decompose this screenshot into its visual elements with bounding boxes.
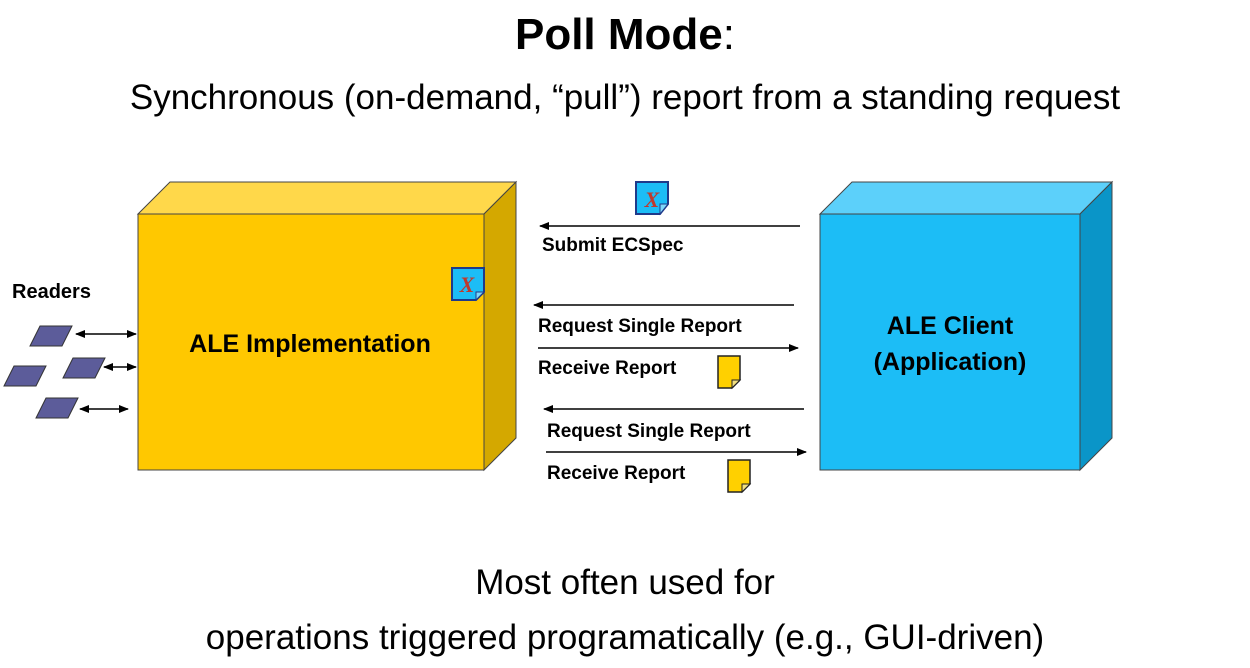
page-title: Poll Mode:	[0, 10, 1250, 60]
footer-line-1: Most often used for	[475, 563, 775, 602]
reader-device-4	[35, 397, 79, 419]
footer-line-2: operations triggered programatically (e.…	[205, 618, 1045, 657]
ale-implementation-front	[137, 213, 485, 471]
ale-client-label-line1: ALE Client	[887, 312, 1014, 340]
report-document-icon-2	[727, 459, 752, 494]
readers-label: Readers	[12, 281, 91, 303]
reader-device-icon	[35, 397, 79, 419]
receive-report-label-1: Receive Report	[538, 358, 677, 379]
receive-report-label-2: Receive Report	[547, 463, 686, 484]
report-document-icon-1	[717, 355, 742, 390]
ale-implementation-top	[136, 181, 518, 215]
stored-ecspec-icon: X	[451, 267, 486, 302]
ale-implementation-box: ALE Implementation	[136, 180, 518, 472]
reader-device-icon	[3, 365, 47, 387]
ale-implementation-label: ALE Implementation	[189, 330, 431, 358]
ale-client-side	[1079, 180, 1113, 472]
reader-device-icon	[62, 357, 106, 379]
ale-client-top	[818, 181, 1114, 215]
ale-client-label-line2: (Application)	[874, 348, 1027, 376]
ale-implementation-side	[483, 180, 517, 472]
ecspec-document-glyph: X	[644, 187, 661, 212]
submit-ecspec-label: Submit ECSpec	[542, 235, 684, 256]
title-colon: :	[722, 10, 735, 59]
ale-client-front	[819, 213, 1081, 471]
title-bold: Poll Mode	[514, 10, 723, 59]
ecspec-document-icon: X	[635, 181, 670, 216]
request-report-label-1: Request Single Report	[538, 316, 742, 337]
reader-device-1	[29, 325, 73, 347]
request-report-label-2: Request Single Report	[547, 421, 751, 442]
stored-ecspec-glyph: X	[459, 272, 476, 297]
reader-device-2	[3, 365, 47, 387]
reader-device-3	[62, 357, 106, 379]
page-subtitle: Synchronous (on-demand, “pull”) report f…	[129, 78, 1121, 117]
ale-client-box: ALE Client (Application)	[818, 180, 1114, 472]
reader-device-icon	[29, 325, 73, 347]
